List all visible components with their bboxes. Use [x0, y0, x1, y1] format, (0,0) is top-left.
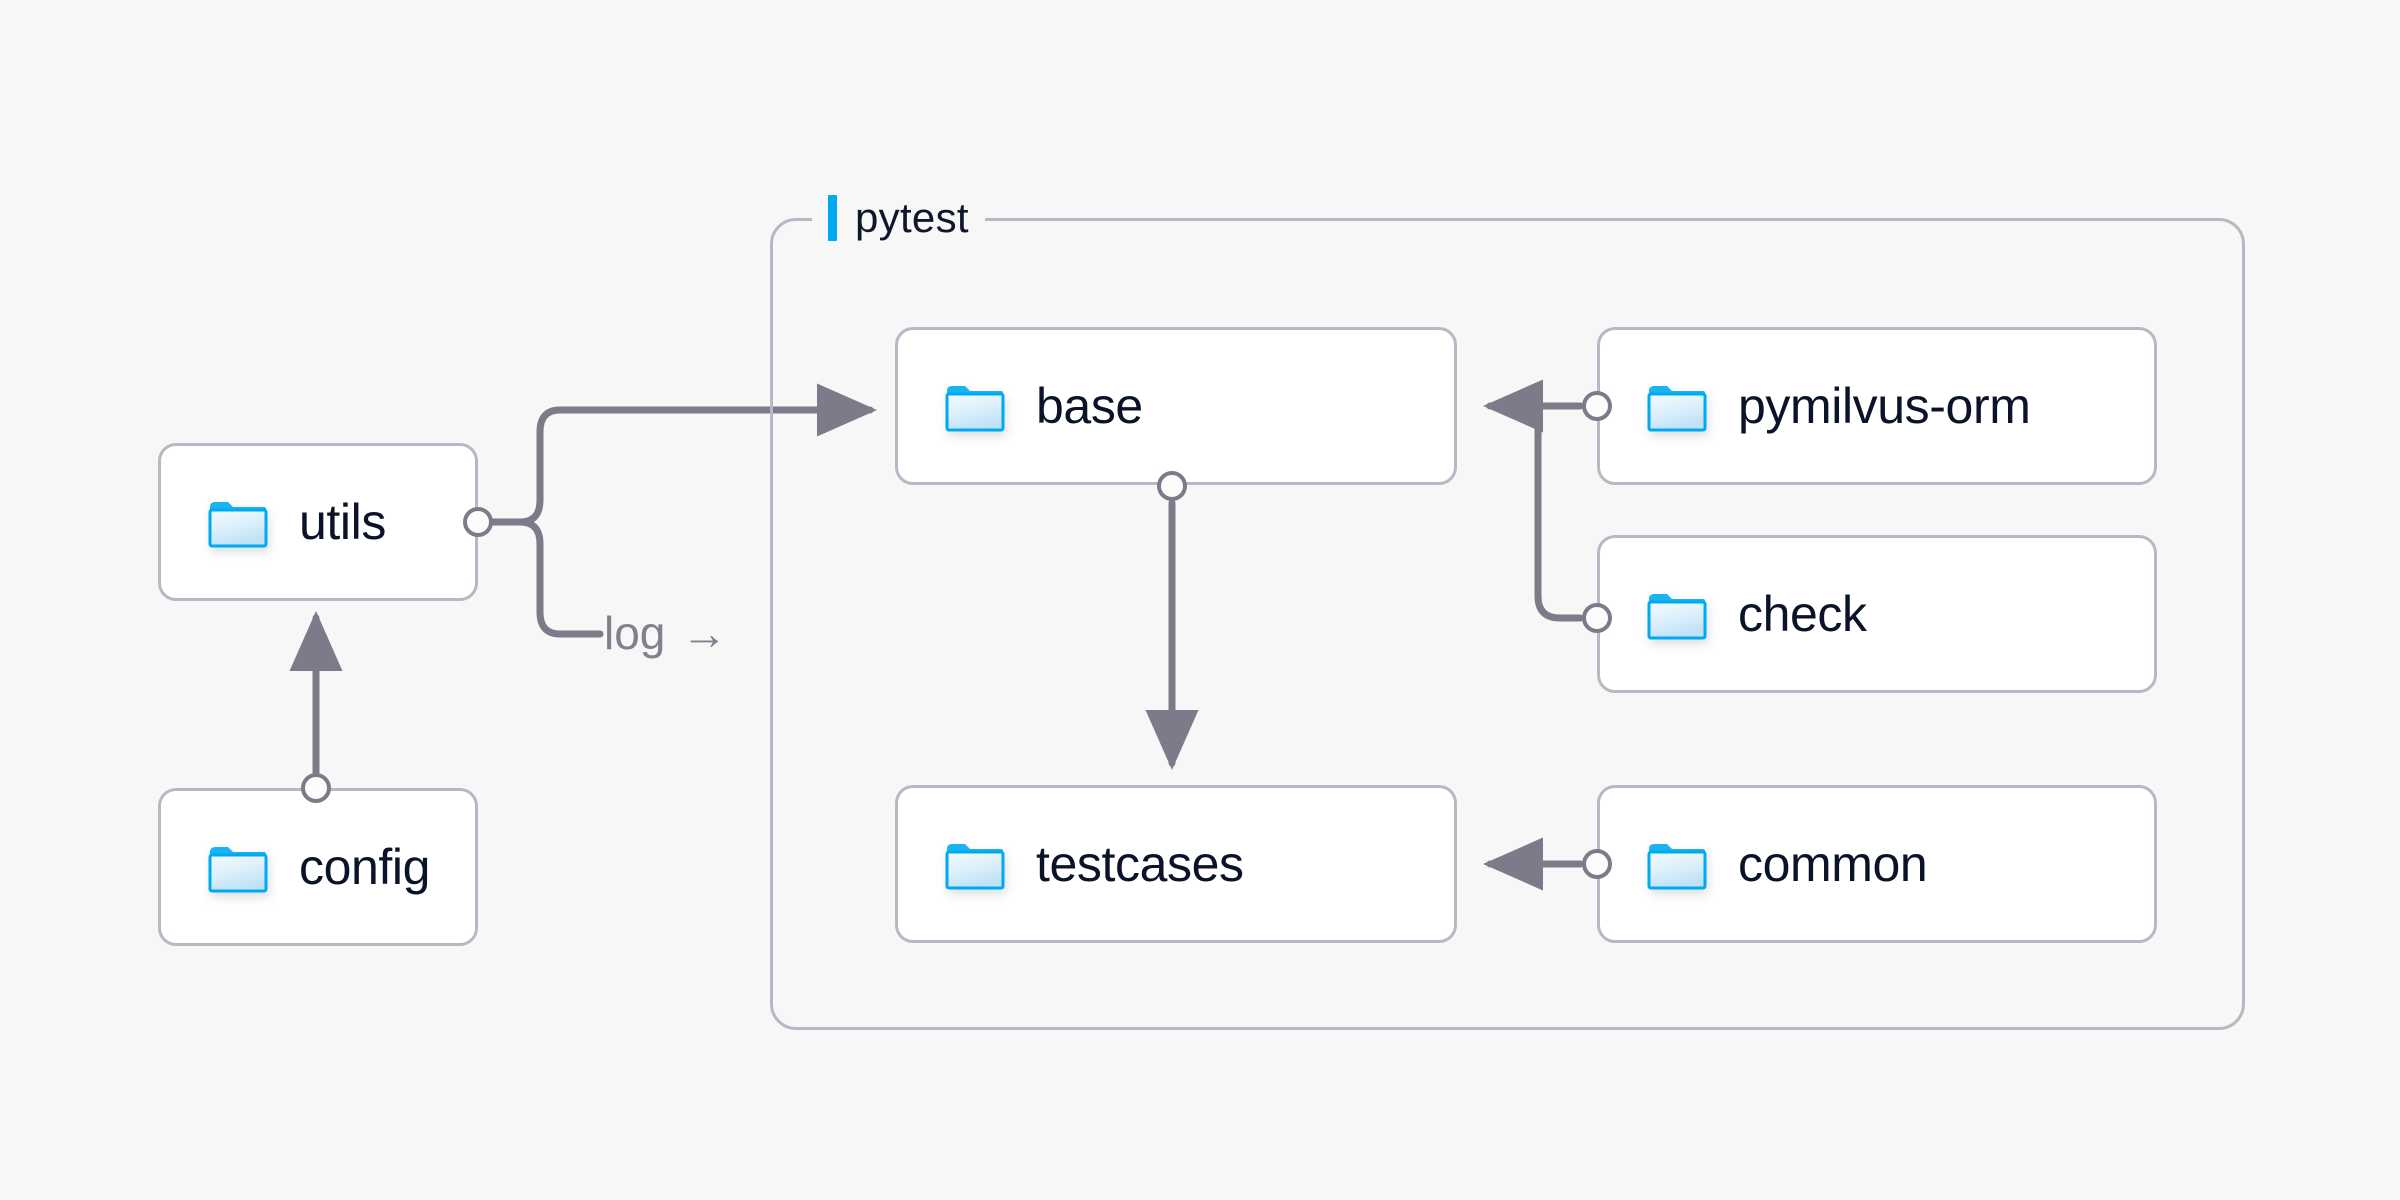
port-base-bottom[interactable]	[1157, 471, 1187, 501]
folder-icon	[207, 840, 269, 894]
port-pymilvus-orm-left[interactable]	[1582, 391, 1612, 421]
node-label: base	[1036, 378, 1143, 434]
node-config[interactable]: config	[158, 788, 478, 946]
pytest-group-container[interactable]	[770, 218, 2245, 1030]
port-common-left[interactable]	[1582, 849, 1612, 879]
group-accent-bar	[828, 195, 837, 241]
node-base[interactable]: base	[895, 327, 1457, 485]
port-config-top[interactable]	[301, 773, 331, 803]
folder-icon	[1646, 379, 1708, 433]
node-label: utils	[299, 494, 386, 550]
pytest-group-label: pytest	[812, 190, 985, 246]
group-title-text: pytest	[855, 194, 969, 241]
folder-icon	[1646, 837, 1708, 891]
edge-label-log: log →	[604, 610, 727, 656]
node-common[interactable]: common	[1597, 785, 2157, 943]
node-label: pymilvus-orm	[1738, 378, 2031, 434]
node-testcases[interactable]: testcases	[895, 785, 1457, 943]
node-utils[interactable]: utils	[158, 443, 478, 601]
folder-icon	[944, 837, 1006, 891]
port-utils-right[interactable]	[463, 507, 493, 537]
folder-icon	[207, 495, 269, 549]
node-label: config	[299, 839, 431, 895]
folder-icon	[1646, 587, 1708, 641]
edge-label-log-text: log	[604, 607, 666, 659]
folder-icon	[944, 379, 1006, 433]
node-label: check	[1738, 586, 1867, 642]
node-label: testcases	[1036, 836, 1244, 892]
node-check[interactable]: check	[1597, 535, 2157, 693]
node-label: common	[1738, 836, 1928, 892]
edge-utils-to-log	[489, 518, 604, 638]
port-check-left[interactable]	[1582, 603, 1612, 633]
node-pymilvus-orm[interactable]: pymilvus-orm	[1597, 327, 2157, 485]
arrow-right-icon: →	[681, 607, 728, 659]
